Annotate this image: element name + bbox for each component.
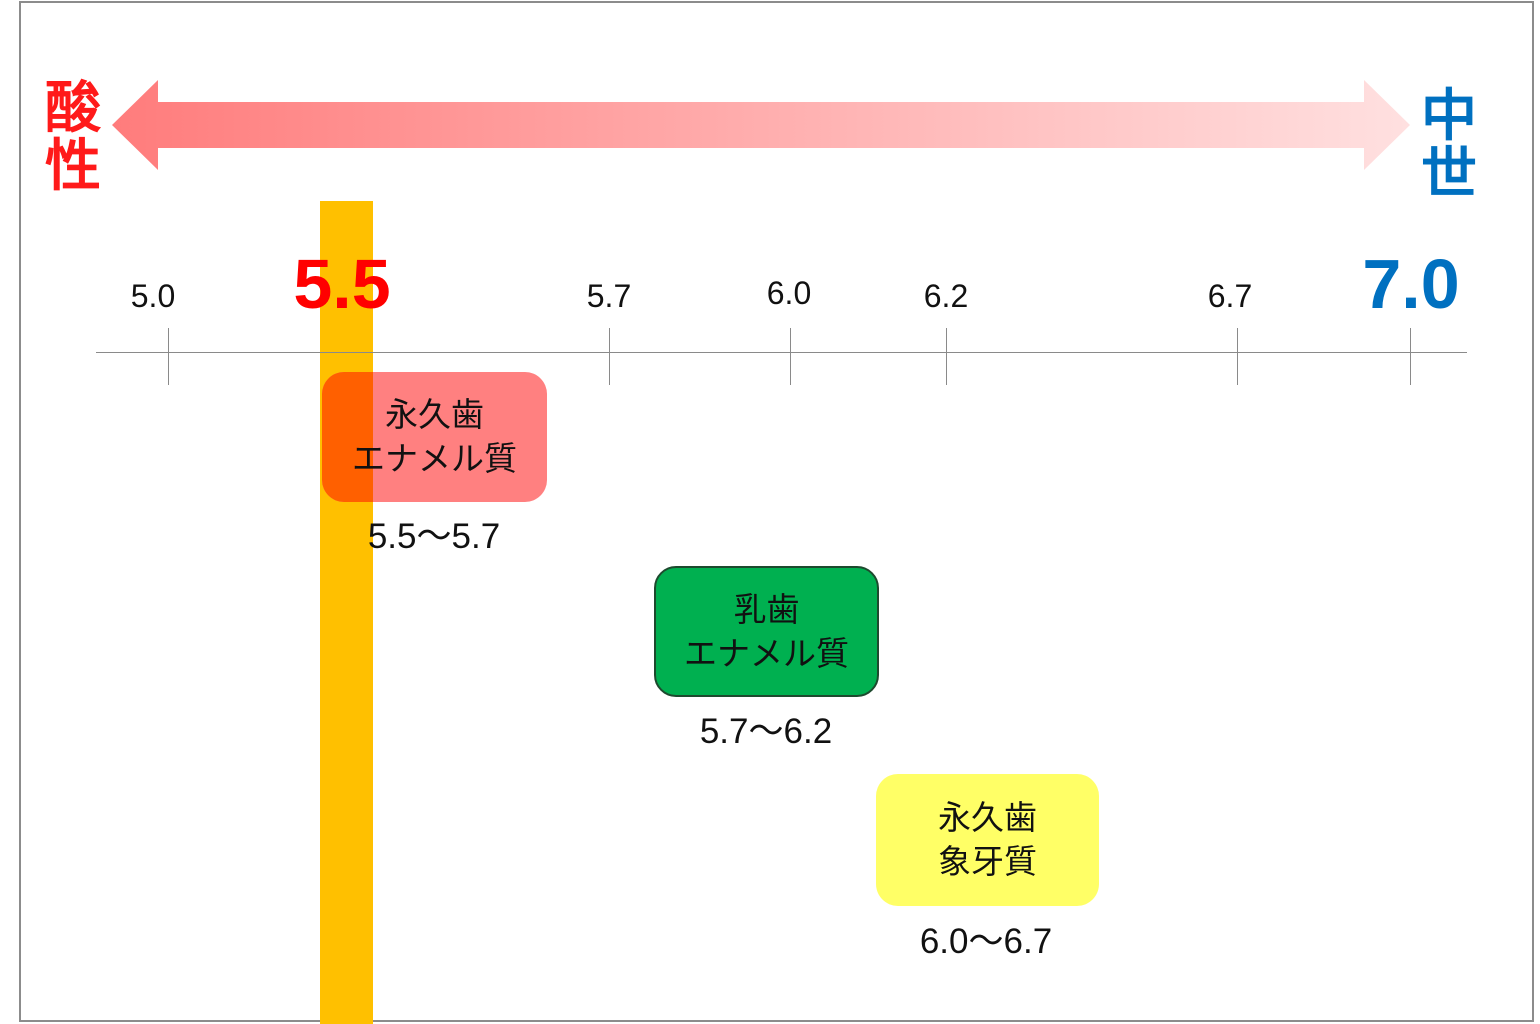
tick-mark <box>1237 328 1238 385</box>
tick-label-6-7: 6.7 <box>1207 278 1253 314</box>
permanent-enamel-range: 5.5〜5.7 <box>367 517 501 556</box>
tick-label-5-5: 5.5 <box>293 245 391 323</box>
permanent-dentin-box: 永久歯 象牙質 <box>876 774 1099 906</box>
tick-mark <box>168 328 169 385</box>
tick-label-6-2: 6.2 <box>923 278 969 314</box>
tick-label-7-0: 7.0 <box>1362 245 1460 323</box>
permanent-enamel-text: 永久歯 エナメル質 <box>352 395 517 478</box>
tick-mark <box>609 328 610 385</box>
critical-ph-bar <box>320 201 373 1024</box>
tick-label-5-7: 5.7 <box>586 278 632 314</box>
primary-enamel-box: 乳歯 エナメル質 <box>654 566 879 697</box>
tick-mark <box>946 328 947 385</box>
primary-enamel-range: 5.7〜6.2 <box>699 712 833 751</box>
double-arrow-shape <box>112 80 1410 170</box>
tick-label-5-0: 5.0 <box>130 278 176 314</box>
diagram-frame <box>19 1 1534 1022</box>
tick-mark <box>790 328 791 385</box>
ph-axis-line <box>96 352 1467 353</box>
overlap-highlight <box>322 372 373 502</box>
tick-label-6-0: 6.0 <box>766 275 812 311</box>
neutral-label: 中 世 <box>1421 84 1477 207</box>
acid-label: 酸 性 <box>45 76 101 199</box>
permanent-dentin-range: 6.0〜6.7 <box>919 922 1053 961</box>
tick-mark <box>1410 328 1411 385</box>
